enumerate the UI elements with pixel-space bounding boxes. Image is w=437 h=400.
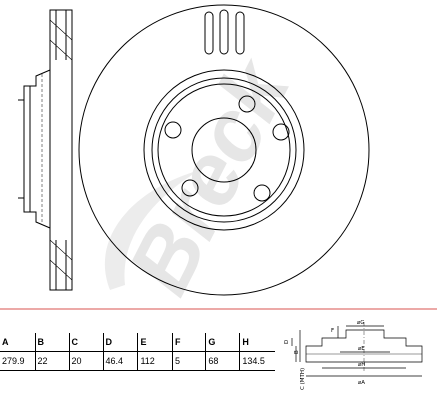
spec-header-g: G bbox=[205, 333, 240, 352]
spec-header-c: C bbox=[68, 333, 104, 352]
vent-slot-3 bbox=[235, 11, 245, 55]
friction-ring-inner-edge bbox=[143, 69, 305, 231]
spec-table: A B C D E F G H 279.9 22 20 46.4 112 5 6… bbox=[0, 333, 275, 371]
spec-table-header-row: A B C D E F G H bbox=[0, 333, 275, 352]
dim-label-e: ⌀E bbox=[358, 346, 365, 352]
disc-outer-edge bbox=[78, 4, 370, 296]
dim-label-d: D bbox=[284, 340, 290, 344]
spec-table-value-row: 279.9 22 20 46.4 112 5 68 134.5 bbox=[0, 351, 275, 371]
watermark-logo-text: Breck bbox=[109, 42, 310, 309]
dimension-diagram: ⌀G F ⌀E ⌀H ⌀A D B C (MTH) bbox=[284, 320, 423, 390]
hub-face bbox=[157, 83, 291, 217]
bolt-hole-2 bbox=[272, 123, 290, 141]
disc-side-view bbox=[18, 9, 73, 291]
dim-label-b: B bbox=[294, 350, 300, 354]
bolt-hole-5 bbox=[164, 121, 182, 139]
spec-header-e: E bbox=[137, 333, 173, 352]
spec-value-e: 112 bbox=[137, 351, 173, 371]
vent-slot-2 bbox=[219, 9, 229, 55]
spec-value-h: 134.5 bbox=[239, 351, 275, 371]
dim-label-h: ⌀H bbox=[358, 362, 365, 368]
bolt-hole-4 bbox=[181, 179, 199, 197]
spec-value-g: 68 bbox=[205, 351, 240, 371]
disc-front-view bbox=[78, 4, 370, 296]
dim-label-c: C (MTH) bbox=[300, 368, 306, 390]
hat-outer-edge bbox=[151, 77, 297, 223]
spec-header-f: F bbox=[171, 333, 206, 352]
spec-value-f: 5 bbox=[171, 351, 206, 371]
spec-header-a: A bbox=[0, 333, 36, 352]
center-bore bbox=[191, 117, 257, 183]
spec-value-d: 46.4 bbox=[102, 351, 138, 371]
bolt-hole-3 bbox=[253, 184, 271, 202]
dimension-diagram-profile bbox=[305, 329, 423, 363]
spec-header-h: H bbox=[239, 333, 275, 352]
side-view-outer-ring bbox=[49, 9, 73, 291]
spec-value-a: 279.9 bbox=[0, 351, 36, 371]
spec-header-b: B bbox=[34, 333, 70, 352]
vent-slot-1 bbox=[204, 11, 214, 55]
spec-value-c: 20 bbox=[68, 351, 104, 371]
watermark-swoosh bbox=[104, 170, 200, 290]
dim-label-g: ⌀G bbox=[357, 320, 365, 326]
brand-watermark: Breck bbox=[104, 42, 310, 309]
dim-label-a: ⌀A bbox=[358, 380, 365, 386]
dim-label-f: F bbox=[331, 328, 334, 334]
spec-value-b: 22 bbox=[34, 351, 70, 371]
bolt-hole-1 bbox=[238, 95, 256, 113]
side-view-hat bbox=[23, 69, 51, 229]
spec-header-d: D bbox=[102, 333, 138, 352]
